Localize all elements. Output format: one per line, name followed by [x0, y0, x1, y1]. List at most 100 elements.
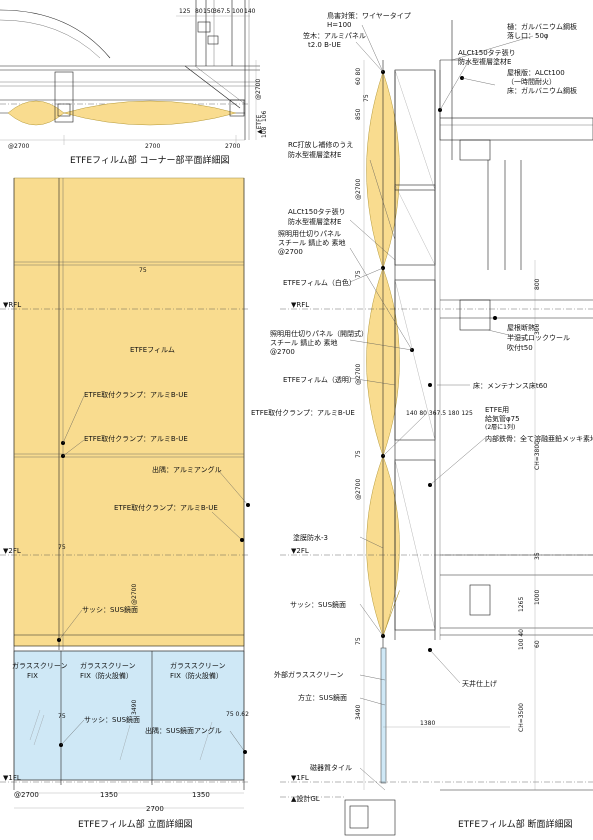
sec-label-heat-2: 半湿式ロックウール: [507, 333, 570, 342]
plan-top-dim-4: 367.5: [213, 8, 230, 15]
sec-label-heat-3: 吹付t50: [507, 343, 533, 352]
elev-clamp-label-2: ETFE取付クランプ：アルミB-UE: [84, 434, 188, 443]
elev-bottom-dim-total: 2700: [146, 805, 164, 813]
sec-label-film-clear: ETFEフィルム（透明）: [283, 376, 356, 384]
sec-label-alcb-2: 防水型複層塗材E: [288, 217, 341, 226]
elev-clamp-label-3: ETFE取付クランプ：アルミB-UE: [114, 503, 218, 512]
sec-label-ceiling: 天井仕上げ: [462, 679, 497, 688]
sec-label-sash: サッシ：SUS鏡面: [290, 600, 346, 609]
sec-label-film-white: ETFEフィルム（白色）: [283, 278, 356, 287]
glass-label-2b: FIX（防火設備）: [80, 671, 133, 680]
sec-label-clamp: ETFE取付クランプ：アルミB-UE: [251, 408, 355, 417]
sec-dim-1000: 1000: [534, 590, 541, 605]
sec-label-mullion: 方立：SUS鏡面: [298, 693, 347, 702]
sec-label-steel: 内部鉄骨：全て溶融亜鉛メッキ素地: [485, 434, 593, 443]
sec-dim-2700b: @2700: [355, 364, 362, 385]
sec-label-bird-h: H=100: [327, 21, 352, 29]
sec-dim-1380: 1380: [420, 720, 435, 727]
elev-dim-75a: 75: [139, 267, 147, 274]
elev-dim-2700: @2700: [131, 584, 138, 605]
elev-bottom-dim-2: 1350: [192, 791, 210, 799]
plan-side-dim-1: @2700: [255, 79, 262, 100]
sec-label-toi-1: 樋：ガルバニウム鋼板: [507, 22, 577, 31]
plan-bottom-dim-2: 2700: [145, 143, 160, 150]
corner-plan-detail: 125 80 150 367.5 100 140 @2700 106 108 ▲…: [0, 0, 268, 166]
sec-dim-35: 35: [534, 552, 541, 560]
sec-dim-850: 850: [355, 108, 362, 120]
sec-label-lightopen-2: スチール 錆止め 素地: [270, 338, 337, 347]
plan-top-dim-5: 100: [232, 8, 244, 15]
elev-bottom-dim-1: 1350: [100, 791, 118, 799]
sec-dim-300: 300: [534, 323, 541, 335]
sec-label-pipe-3: (2層に1列): [485, 423, 515, 431]
sec-label-roof-2: （一時間耐火）: [507, 77, 556, 86]
elev-level-1fl: ▼1FL: [3, 774, 21, 782]
sec-dim-2700a: @2700: [355, 179, 362, 200]
plan-top-dim-3: 150: [203, 8, 215, 15]
sec-label-pipe-1: ETFE用: [485, 406, 509, 414]
elev-clamp-label-1: ETFE取付クランプ：アルミB-UE: [84, 390, 188, 399]
glass-label-1b: FIX: [27, 672, 38, 680]
elev-film-label: ETFEフィルム: [130, 346, 175, 354]
elev-angle-label: 出隅：アルミアングル: [152, 465, 222, 474]
sec-label-rc-2: 防水型複層塗材E: [288, 150, 341, 159]
sec-label-light-3: @2700: [278, 248, 303, 256]
glass-label-3a: ガラススクリーン: [170, 661, 226, 670]
sec-dim-ch3500: CH=3500: [518, 703, 525, 732]
elev-dim-75c: 75: [58, 713, 66, 720]
elevation-detail: ▼RFL ▼2FL ▼1FL 75 75 75 @2700 3490 75 0.…: [0, 177, 250, 830]
sec-label-light-1: 照明用仕切りパネル: [278, 229, 341, 238]
sec-label-floor: 床：メンテナンス床t60: [473, 381, 548, 390]
plan-top-dim-1: 125: [179, 8, 191, 15]
sec-label-heat-1: 屋根断熱：: [507, 323, 542, 332]
elevation-film-panel: [13, 177, 245, 647]
elev-level-2fl: ▼2FL: [3, 547, 21, 555]
plan-side-dim-2: 106: [261, 110, 268, 122]
sec-label-tile: 磁器質タイル: [310, 763, 352, 772]
sec-dim-1265: 1265: [518, 597, 525, 612]
elev-bottom-dim-left: @2700: [14, 791, 39, 799]
elev-dim-75b: 75: [58, 544, 66, 551]
glass-label-2a: ガラススクリーン: [80, 661, 136, 670]
sec-level-1fl: ▼1FL: [291, 774, 309, 782]
elev-sash-label-1: サッシ：SUS鏡面: [82, 605, 138, 614]
glass-label-1a: ガラススクリーン: [12, 661, 68, 670]
sec-label-lightopen-1: 照明用仕切りパネル（開閉式）: [270, 329, 368, 338]
sec-label-alc-2: 防水型複層塗材E: [458, 57, 511, 66]
sec-label-toi-2: 落し口：50φ: [507, 31, 549, 40]
plan-bottom-dim-3: 2700: [225, 143, 240, 150]
glass-label-3b: FIX（防火設備）: [170, 671, 223, 680]
sec-label-roof-1: 屋根版：ALCt100: [507, 68, 565, 77]
elevation-title: ETFEフィルム部 立面詳細図: [78, 818, 193, 830]
plan-top-dim-6: 140: [244, 8, 256, 15]
sec-dim-75a: 75: [363, 94, 370, 102]
sec-dim-ch3800: CH=3800: [534, 441, 541, 470]
sec-label-pipe-2: 給気管φ75: [485, 414, 520, 423]
sec-level-rfl: ▼RFL: [291, 301, 309, 309]
elevation-glass-panel: [13, 650, 245, 781]
plan-side-dim-3: 108: [261, 126, 268, 138]
sec-dim-2700c: @2700: [355, 479, 362, 500]
plan-film-cushion-1: [7, 100, 65, 126]
sec-label-roof-3: 床：ガルバニウム鋼板: [507, 86, 577, 95]
plan-title: ETFEフィルム部 コーナー部平面詳細図: [70, 154, 230, 166]
sec-label-alc-1: ALCt150タテ張り: [458, 48, 516, 57]
elev-dim-7502: 75 0.62: [226, 711, 249, 718]
sec-label-kasagi-1: 笠木：アルミパネル: [303, 31, 366, 40]
elev-level-rfl: ▼RFL: [3, 301, 21, 309]
section-title: ETFEフィルム部 断面詳細図: [458, 818, 573, 830]
sec-label-lightopen-3: @2700: [270, 348, 295, 356]
sec-label-light-2: スチール 錆止め 素地: [278, 238, 345, 247]
sec-dim-800: 800: [534, 278, 541, 290]
sec-label-rc-1: RC打放し補修のうえ: [288, 140, 353, 149]
sec-label-alcb-1: ALCt150タテ張り: [288, 207, 346, 216]
plan-top-dim-2: 80: [195, 8, 203, 15]
sec-dim-top: 60 80: [355, 68, 362, 85]
section-detail: ▼RFL ▼2FL ▼1FL ▲設計GL 60 80 75 850 @2700 …: [251, 11, 593, 836]
sec-level-gl: ▲設計GL: [291, 794, 320, 803]
sec-dim-60: 60: [534, 640, 541, 648]
plan-etfe-mark: ▲ETFE: [256, 114, 263, 134]
elev-dim-3490: 3490: [131, 700, 138, 715]
sec-label-outer-glass: 外部ガラススクリーン: [274, 670, 344, 679]
